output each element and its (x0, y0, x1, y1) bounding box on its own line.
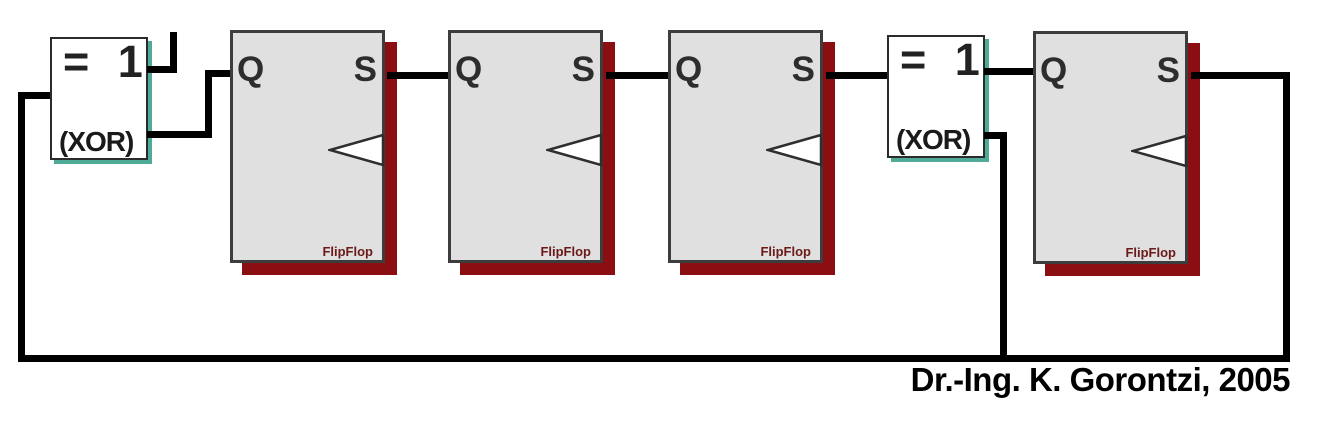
wire-xor2-tap-vertical (1000, 132, 1007, 362)
flipflop-4: Q S FlipFlop (1033, 31, 1188, 264)
wire-xor2-tap-horizontal (984, 132, 1007, 139)
flipflop1-type-label: FlipFlop (322, 244, 373, 259)
xor-gate-1: = 1 (XOR) (50, 37, 148, 160)
clock-triangle-icon (1131, 134, 1188, 168)
wire-xor1-stub-horizontal (147, 66, 177, 73)
flipflop4-s-label: S (1156, 51, 1180, 90)
wire-xor1-output-horizontal (147, 131, 212, 138)
flipflop2-q-label: Q (455, 50, 483, 89)
flipflop2-s-label: S (571, 50, 595, 89)
clock-triangle-icon (766, 133, 823, 167)
flipflop-2: Q S FlipFlop (448, 30, 603, 263)
flipflop3-s-label: S (791, 50, 815, 89)
wire-feedback-right-vertical (1283, 72, 1290, 362)
wire-feedback-left-vertical (18, 92, 25, 362)
flipflop1-q-label: Q (237, 50, 265, 89)
xor1-symbol-label: = 1 (63, 36, 151, 87)
flipflop3-type-label: FlipFlop (760, 244, 811, 259)
flipflop4-q-label: Q (1040, 51, 1068, 90)
wire-xor1-stub-vertical (170, 32, 177, 73)
flipflop-1: Q S FlipFlop (230, 30, 385, 263)
xor1-sublabel: (XOR) (59, 126, 134, 157)
attribution-text: Dr.-Ing. K. Gorontzi, 2005 (910, 361, 1291, 398)
wire-flipflop2-to-flipflop3 (606, 72, 668, 79)
clock-triangle-icon (328, 133, 385, 167)
wire-xor1-input (25, 92, 50, 99)
wire-flipflop1-q-input (212, 70, 230, 77)
wire-xor2-to-flipflop4 (984, 68, 1033, 75)
xor2-sublabel: (XOR) (896, 124, 971, 155)
flipflop2-type-label: FlipFlop (540, 244, 591, 259)
wire-flipflop1-to-flipflop2 (387, 72, 448, 79)
wire-flipflop4-s-output (1191, 72, 1290, 79)
wire-feedback-bottom (18, 355, 1290, 362)
wire-xor1-output-vertical (205, 70, 212, 138)
clock-triangle-icon (546, 133, 603, 167)
flipflop-3: Q S FlipFlop (668, 30, 823, 263)
flipflop1-s-label: S (353, 50, 377, 89)
xor-gate-2: = 1 (XOR) (887, 35, 985, 158)
flipflop4-type-label: FlipFlop (1125, 245, 1176, 260)
xor2-symbol-label: = 1 (900, 34, 988, 85)
wire-flipflop3-to-xor2 (826, 72, 887, 79)
flipflop3-q-label: Q (675, 50, 703, 89)
